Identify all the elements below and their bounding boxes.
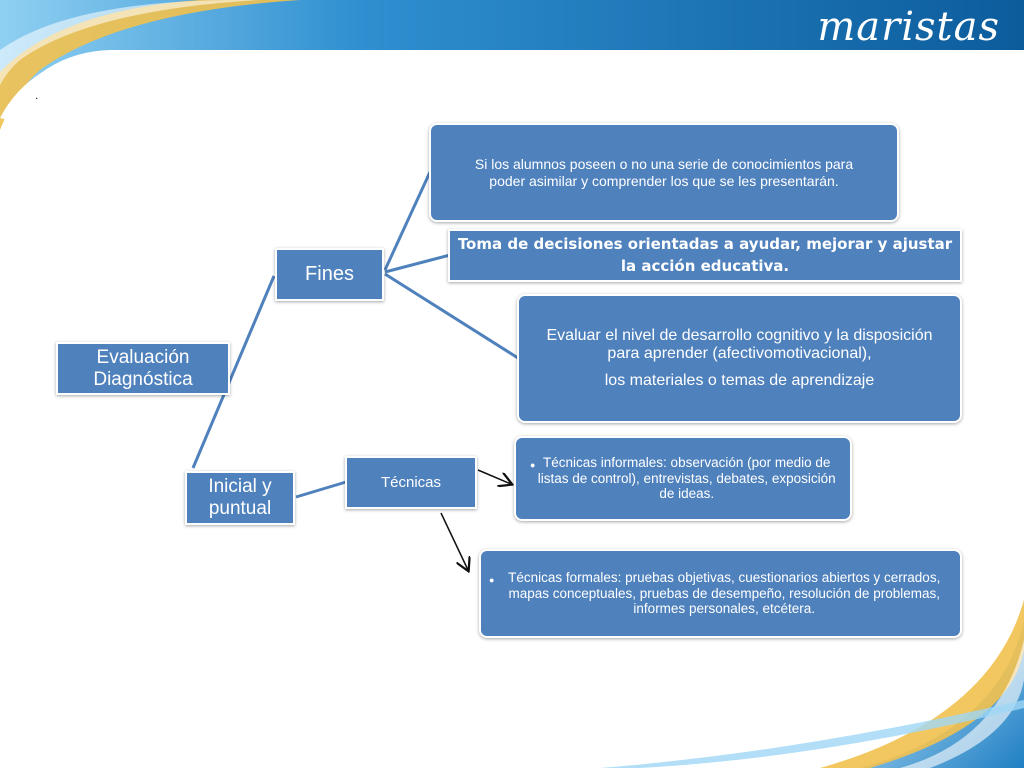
line-fines-fin2	[384, 253, 451, 274]
line-root-fines	[191, 275, 276, 469]
bullet-icon: ●	[530, 460, 536, 470]
fin3-text: Evaluar el nivel de desarrollo cognitivo…	[546, 326, 933, 363]
arrow-to-tec2	[440, 512, 468, 570]
line-inicial-tecnicas	[295, 480, 347, 499]
fin3-text-b: los materiales o temas de aprendizaje	[604, 371, 875, 389]
decor-dot: .	[35, 88, 39, 102]
tec2-text: Técnicas formales: pruebas objetivas, cu…	[508, 570, 941, 617]
arrow-to-tec1	[477, 469, 511, 484]
line-fines-fin1	[383, 171, 432, 271]
fin2-node: Toma de decisiones orientadas a ayudar, …	[448, 229, 962, 282]
fines-node: Fines	[275, 248, 384, 301]
tec2-node: ● Técnicas formales: pruebas objetivas, c…	[479, 549, 962, 638]
root-node: Evaluación Diagnóstica	[56, 342, 230, 395]
fin1-node: Si los alumnos poseen o no una serie de …	[429, 123, 899, 222]
inicial-node: Inicial y puntual	[185, 471, 295, 525]
line-fines-fin3	[384, 272, 519, 360]
tecnicas-node: Técnicas	[345, 456, 477, 509]
fin3-node: Evaluar el nivel de desarrollo cognitivo…	[517, 294, 962, 423]
tec1-text: Técnicas informales: observación (por me…	[537, 455, 836, 502]
maristas-logo: maristas	[817, 4, 1000, 50]
tec1-node: ●Técnicas informales: observación (por m…	[514, 436, 852, 521]
bullet-icon: ●	[489, 575, 495, 585]
